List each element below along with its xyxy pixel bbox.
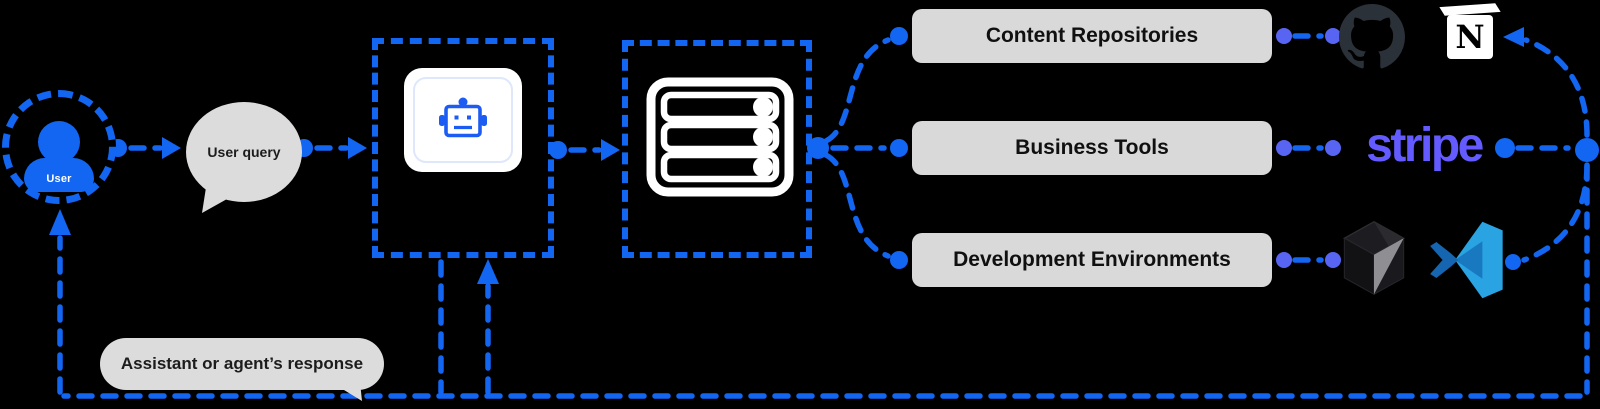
assistant-response-text: Assistant or agent’s response xyxy=(120,354,364,373)
wire-edge-to-notion xyxy=(1503,27,1590,138)
github-icon xyxy=(1339,4,1405,69)
wire-content-to-github xyxy=(1276,28,1341,44)
user-label: User xyxy=(46,173,72,185)
wire-client-to-server xyxy=(549,139,620,161)
assistant-card xyxy=(404,68,522,172)
wire-edge-to-vscode xyxy=(1505,162,1590,270)
stripe-logo: stripe xyxy=(1344,113,1504,177)
wire-client-response xyxy=(438,259,499,395)
category-label: Business Tools xyxy=(1015,136,1169,159)
notion-fold xyxy=(1439,3,1501,16)
wire-query-to-client xyxy=(295,137,367,159)
wire-server-branches xyxy=(807,27,908,269)
wire-stripe-to-edge xyxy=(1495,138,1599,162)
user-shoulders-icon xyxy=(24,158,94,192)
category-label: Development Environments xyxy=(953,248,1231,271)
category-development-environments: Development Environments xyxy=(912,233,1272,287)
wire-business-to-stripe xyxy=(1276,140,1341,156)
user-head-icon xyxy=(38,121,80,163)
user-query-text: User query xyxy=(207,144,281,160)
category-business-tools: Business Tools xyxy=(912,121,1272,175)
server-stack-icon xyxy=(646,77,794,197)
notion-letter: N xyxy=(1455,18,1485,56)
robot-icon xyxy=(439,97,487,138)
server-dashed-box xyxy=(622,40,812,258)
category-label: Content Repositories xyxy=(985,24,1199,47)
wire-return-path xyxy=(49,163,1590,399)
wire-dev-to-cursor xyxy=(1276,252,1341,268)
client-dashed-box xyxy=(372,38,554,258)
stripe-wordmark: stripe xyxy=(1366,118,1484,172)
category-content-repositories: Content Repositories xyxy=(912,9,1272,63)
wire-user-to-query xyxy=(109,137,181,159)
assistant-card-inner xyxy=(413,77,513,163)
cursor-icon xyxy=(1342,220,1406,296)
assistant-response-bubble: Assistant or agent’s response xyxy=(100,338,384,401)
notion-icon: N xyxy=(1439,3,1501,61)
user-query-bubble: User query xyxy=(186,102,302,213)
vscode-icon xyxy=(1430,221,1503,299)
user-avatar: User xyxy=(2,90,116,204)
notion-page: N xyxy=(1447,15,1493,59)
